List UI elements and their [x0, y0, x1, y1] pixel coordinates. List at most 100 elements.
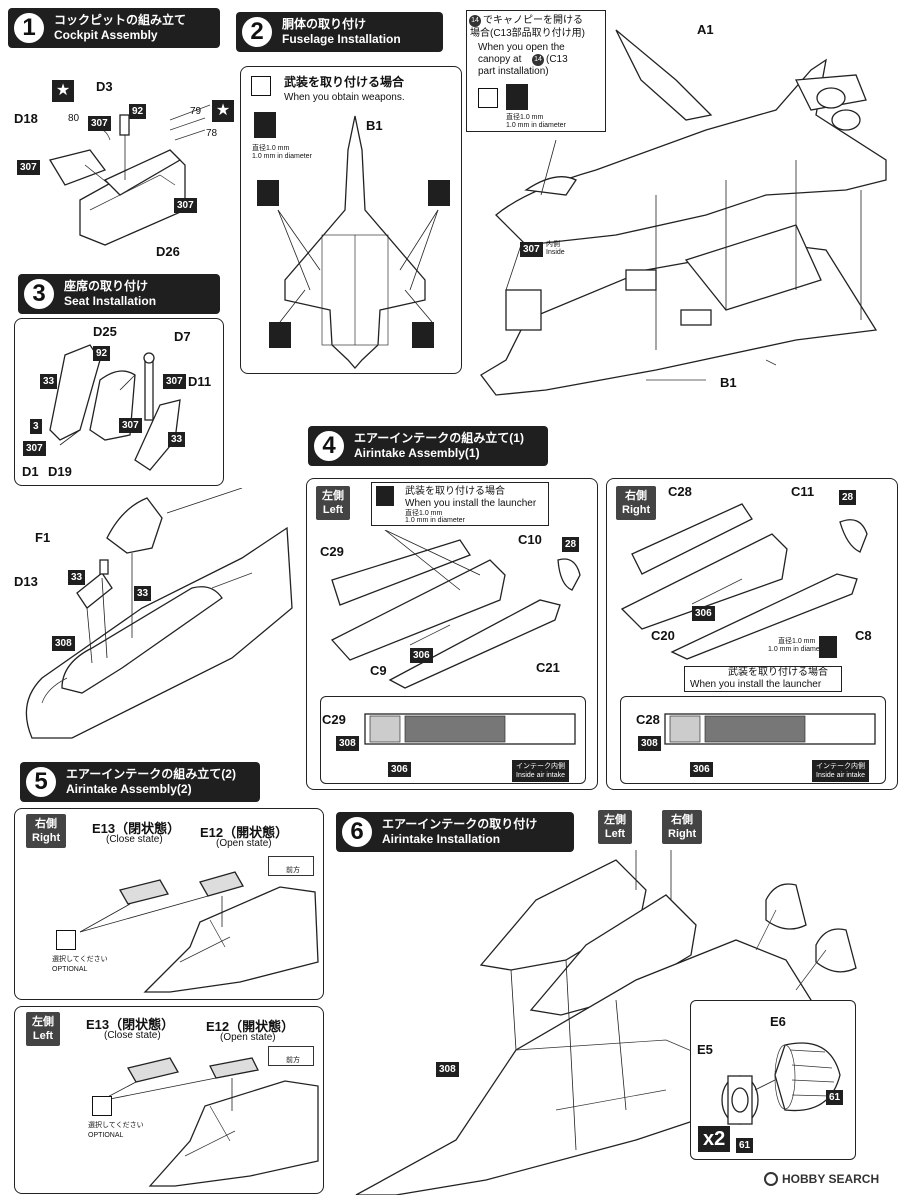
- part-e6: E6: [770, 1014, 786, 1029]
- paint-306: 306: [388, 762, 411, 777]
- paint-307: 307: [119, 418, 142, 433]
- star-icon: ★: [212, 100, 234, 122]
- paint-306: 306: [410, 648, 433, 663]
- canopy-jp-2: 場合(C13部品取り付け用): [470, 28, 586, 39]
- part-d25: D25: [93, 324, 117, 339]
- paint-308: 308: [638, 736, 661, 751]
- drill-icon: [428, 180, 450, 206]
- right-tag: 右側 Right: [26, 814, 67, 848]
- step-6-title-en: Airintake Installation: [382, 832, 501, 846]
- paint-33: 33: [40, 374, 58, 389]
- front-label: 前方: [286, 867, 300, 874]
- paint-28: 28: [562, 537, 580, 552]
- weapons-jp: 武装を取り付ける場合: [284, 75, 405, 89]
- intake-door-left-diagram: [99, 1057, 319, 1187]
- step-5-title-en: Airintake Assembly(2): [66, 782, 192, 796]
- drill-icon: [257, 180, 279, 206]
- part-e13: E13（閉状態）: [86, 1017, 175, 1032]
- paint-308: 308: [436, 1062, 459, 1077]
- weapons-en: When you obtain weapons.: [284, 92, 405, 103]
- left-tag-jp: 左側: [604, 814, 626, 826]
- paint-306: 306: [690, 762, 713, 777]
- quantity-badge: x2: [698, 1126, 731, 1152]
- part-c11: C11: [791, 484, 815, 499]
- inside-intake-jp: インテーク内側: [516, 763, 566, 770]
- canopy-jp-1: でキャノピーを開ける: [483, 15, 583, 26]
- optional-jp: 選択してください: [52, 956, 108, 963]
- part-d7: D7: [174, 329, 191, 344]
- part-b1-fuselage: B1: [720, 375, 737, 390]
- paint-33: 33: [68, 570, 86, 585]
- optional-icon: [251, 76, 271, 96]
- launcher-note-box: [684, 666, 842, 692]
- launcher-en: When you install the launcher: [690, 679, 822, 690]
- paint-307: 307: [88, 116, 111, 131]
- step-4-title-jp: エアーインテークの組み立て(1): [354, 431, 524, 445]
- paint-307: 307: [23, 441, 46, 456]
- part-e12: E12（開状態）: [206, 1019, 295, 1034]
- left-tag: 左側 Left: [26, 1012, 60, 1046]
- e13-close-state: (Close state): [106, 834, 163, 845]
- step-6-number: 6: [340, 815, 374, 849]
- step-3-header: 3 座席の取り付け Seat Installation: [18, 274, 220, 314]
- launcher-en: When you install the launcher: [405, 498, 537, 509]
- step-1-title-en: Cockpit Assembly: [54, 28, 158, 42]
- part-a1: A1: [697, 22, 714, 37]
- star-icon: ★: [52, 80, 74, 102]
- part-d13: D13: [14, 574, 38, 589]
- front-direction-box: [268, 1046, 314, 1066]
- e13-close-state: (Close state): [104, 1030, 161, 1041]
- inside-intake-label: インテーク内側 Inside air intake: [512, 760, 570, 782]
- paint-28: 28: [839, 490, 857, 505]
- paint-308: 308: [52, 636, 75, 651]
- paint-306: 306: [692, 606, 715, 621]
- canopy-drill-jp: 直径1.0 mm: [506, 114, 544, 121]
- front-direction-box: [268, 856, 314, 876]
- hobby-search-logo-icon: [764, 1172, 778, 1186]
- intake-right-detail: [620, 696, 886, 784]
- part-e13: E13（閉状態）: [92, 821, 181, 836]
- decal-80: 80: [68, 113, 80, 124]
- part-f1: F1: [35, 530, 51, 545]
- step-14-ref-icon: 14: [469, 15, 481, 27]
- step-5-number: 5: [24, 765, 58, 799]
- optional-icon: [92, 1096, 112, 1116]
- inside-en: Inside: [546, 249, 565, 256]
- seat-diagram: [49, 344, 181, 471]
- right-tag-en: Right: [32, 832, 61, 844]
- part-e5: E5: [697, 1042, 713, 1057]
- drill-icon: [376, 486, 394, 506]
- step-3-number: 3: [22, 277, 56, 311]
- left-tag-jp: 左側: [32, 1016, 54, 1028]
- right-tag-en: Right: [622, 504, 651, 516]
- inside-intake-jp: インテーク内側: [816, 763, 866, 770]
- optional-icon: [478, 88, 498, 108]
- paint-61: 61: [826, 1090, 844, 1105]
- step-5-header: 5 エアーインテークの組み立て(2) Airintake Assembly(2): [20, 762, 260, 802]
- canopy-en-1: When you open the: [478, 42, 565, 53]
- drill-size-en: 1.0 mm in diameter: [405, 517, 465, 524]
- part-d19: D19: [48, 464, 72, 479]
- e12-open-state: (Open state): [220, 1032, 276, 1043]
- right-tag-jp: 右側: [671, 814, 694, 826]
- cockpit-install-diagram: [25, 488, 293, 739]
- step-1-title-jp: コックピットの組み立て: [54, 13, 187, 27]
- paint-307: 307: [174, 198, 197, 213]
- paint-307: 307: [520, 242, 543, 257]
- decal-79: 79: [190, 106, 202, 117]
- launcher-jp: 武装を取り付ける場合: [728, 667, 828, 678]
- part-d26: D26: [156, 244, 180, 259]
- step-4-title-en: Airintake Assembly(1): [354, 446, 480, 460]
- drill-icon: [819, 636, 837, 658]
- e12-open-state: (Open state): [216, 838, 272, 849]
- step-2-header: 2 胴体の取り付け Fuselage Installation: [236, 12, 443, 52]
- left-tag-en: Left: [322, 504, 344, 516]
- canopy-drill-en: 1.0 mm in diameter: [506, 122, 566, 129]
- drill-icon: [412, 322, 434, 348]
- right-tag-jp: 右側: [625, 490, 648, 502]
- part-c9: C9: [370, 663, 387, 678]
- step-1-diagram: [48, 104, 211, 246]
- step-4-header: 4 エアーインテークの組み立て(1) Airintake Assembly(1): [308, 426, 548, 466]
- canopy-note-box: [466, 10, 606, 132]
- drill-icon: [506, 84, 528, 110]
